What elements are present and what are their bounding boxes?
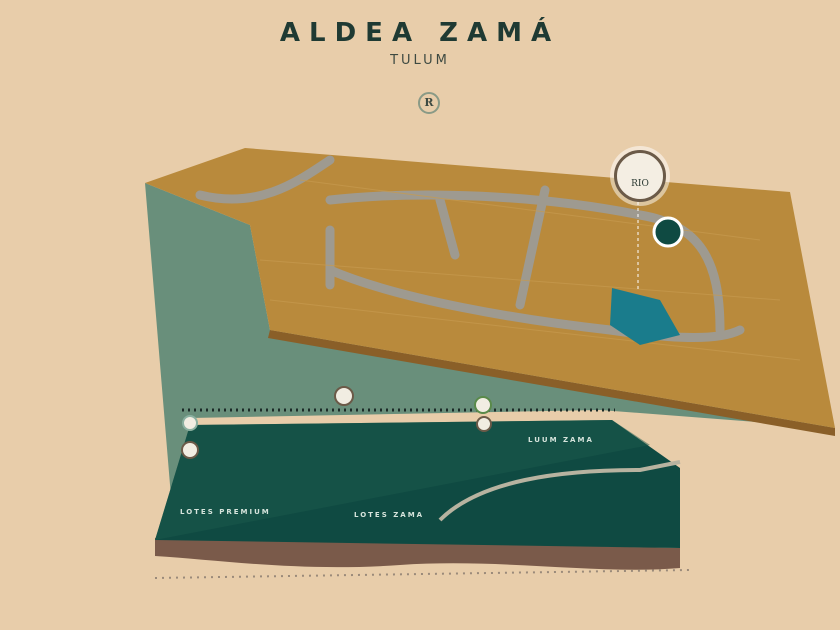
- zone-label-luum-zama: LUUM ZAMA: [528, 436, 594, 444]
- zone-label-lotes-zama: LOTES ZAMA: [354, 511, 425, 519]
- zone-label-lotes-premium: LOTES PREMIUM: [180, 508, 271, 516]
- rio-marker[interactable]: RIO: [614, 150, 666, 202]
- location-marker: [334, 386, 354, 406]
- page-title: ALDEA ZAMÁ: [279, 18, 561, 48]
- brand-logo: R: [418, 92, 440, 114]
- amenity-marker: [652, 216, 684, 248]
- projection-overlay: [145, 183, 835, 545]
- location-marker: [182, 415, 198, 431]
- location-marker: [181, 441, 199, 459]
- lagoon: [610, 288, 680, 345]
- page-subtitle: TULUM: [390, 53, 450, 68]
- location-marker: [476, 416, 492, 432]
- roads: [195, 155, 745, 342]
- location-marker: [474, 396, 492, 414]
- dotted-ground-line: [154, 569, 691, 579]
- forest-board-highlight: [155, 420, 650, 540]
- plateau-edge: [268, 330, 835, 436]
